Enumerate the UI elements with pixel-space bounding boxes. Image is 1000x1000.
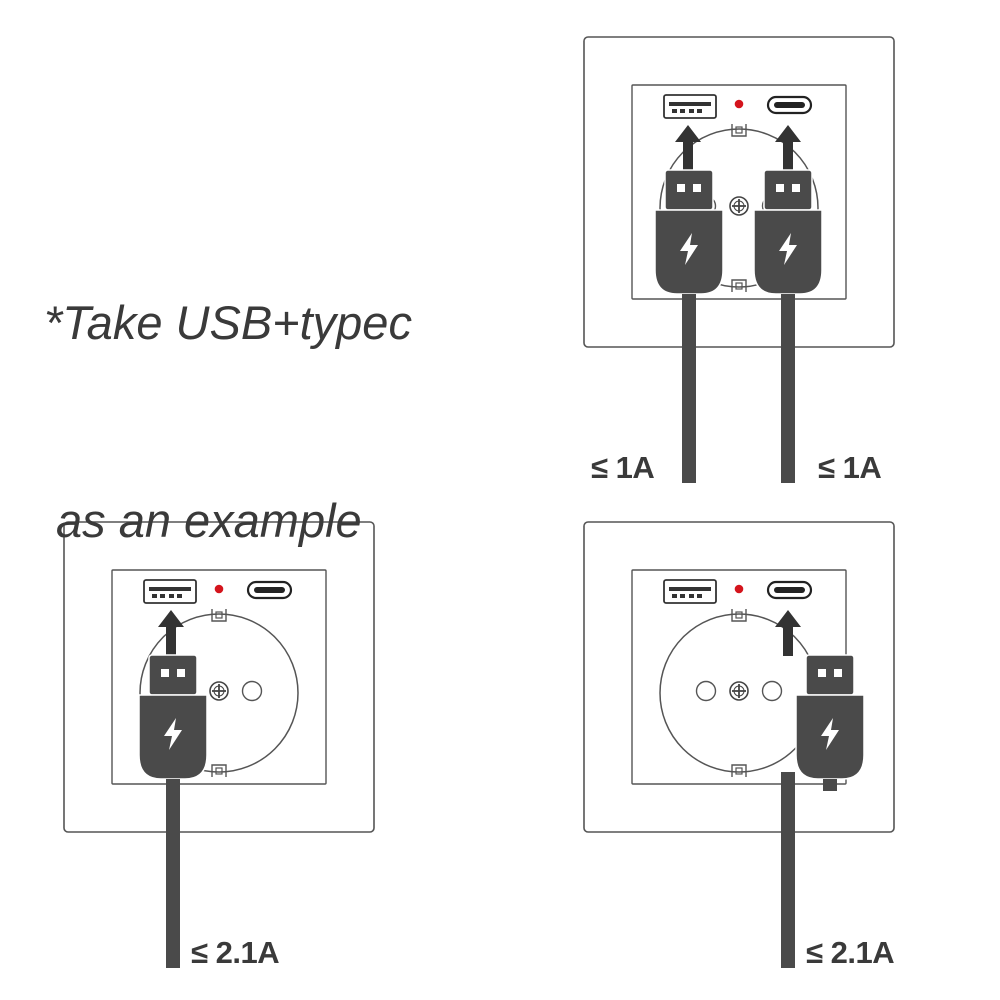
cable-usb-a bbox=[682, 290, 696, 483]
panel-bottom-right bbox=[582, 520, 896, 968]
example-caption: *Take USB+typec as an example bbox=[44, 158, 412, 620]
current-label-bottom-right: ≤ 2.1A bbox=[806, 935, 895, 970]
socket-panel bbox=[582, 35, 896, 349]
usb-c-plug bbox=[754, 170, 822, 306]
usb-c-plug bbox=[796, 655, 864, 791]
current-label-top-right: ≤ 1A bbox=[818, 450, 882, 485]
cable-usb-c bbox=[781, 772, 795, 968]
current-label-top-left: ≤ 1A bbox=[591, 450, 655, 485]
caption-line-2: as an example bbox=[56, 494, 362, 547]
current-label-bottom-left: ≤ 2.1A bbox=[191, 935, 280, 970]
usb-a-plug bbox=[655, 170, 723, 306]
cable-usb-c bbox=[781, 290, 795, 483]
caption-line-1: *Take USB+typec bbox=[44, 296, 412, 349]
panel-top-right bbox=[582, 35, 896, 483]
cable-usb-a bbox=[166, 772, 180, 968]
panel-bottom-left bbox=[62, 520, 376, 968]
usb-a-plug bbox=[139, 655, 207, 791]
